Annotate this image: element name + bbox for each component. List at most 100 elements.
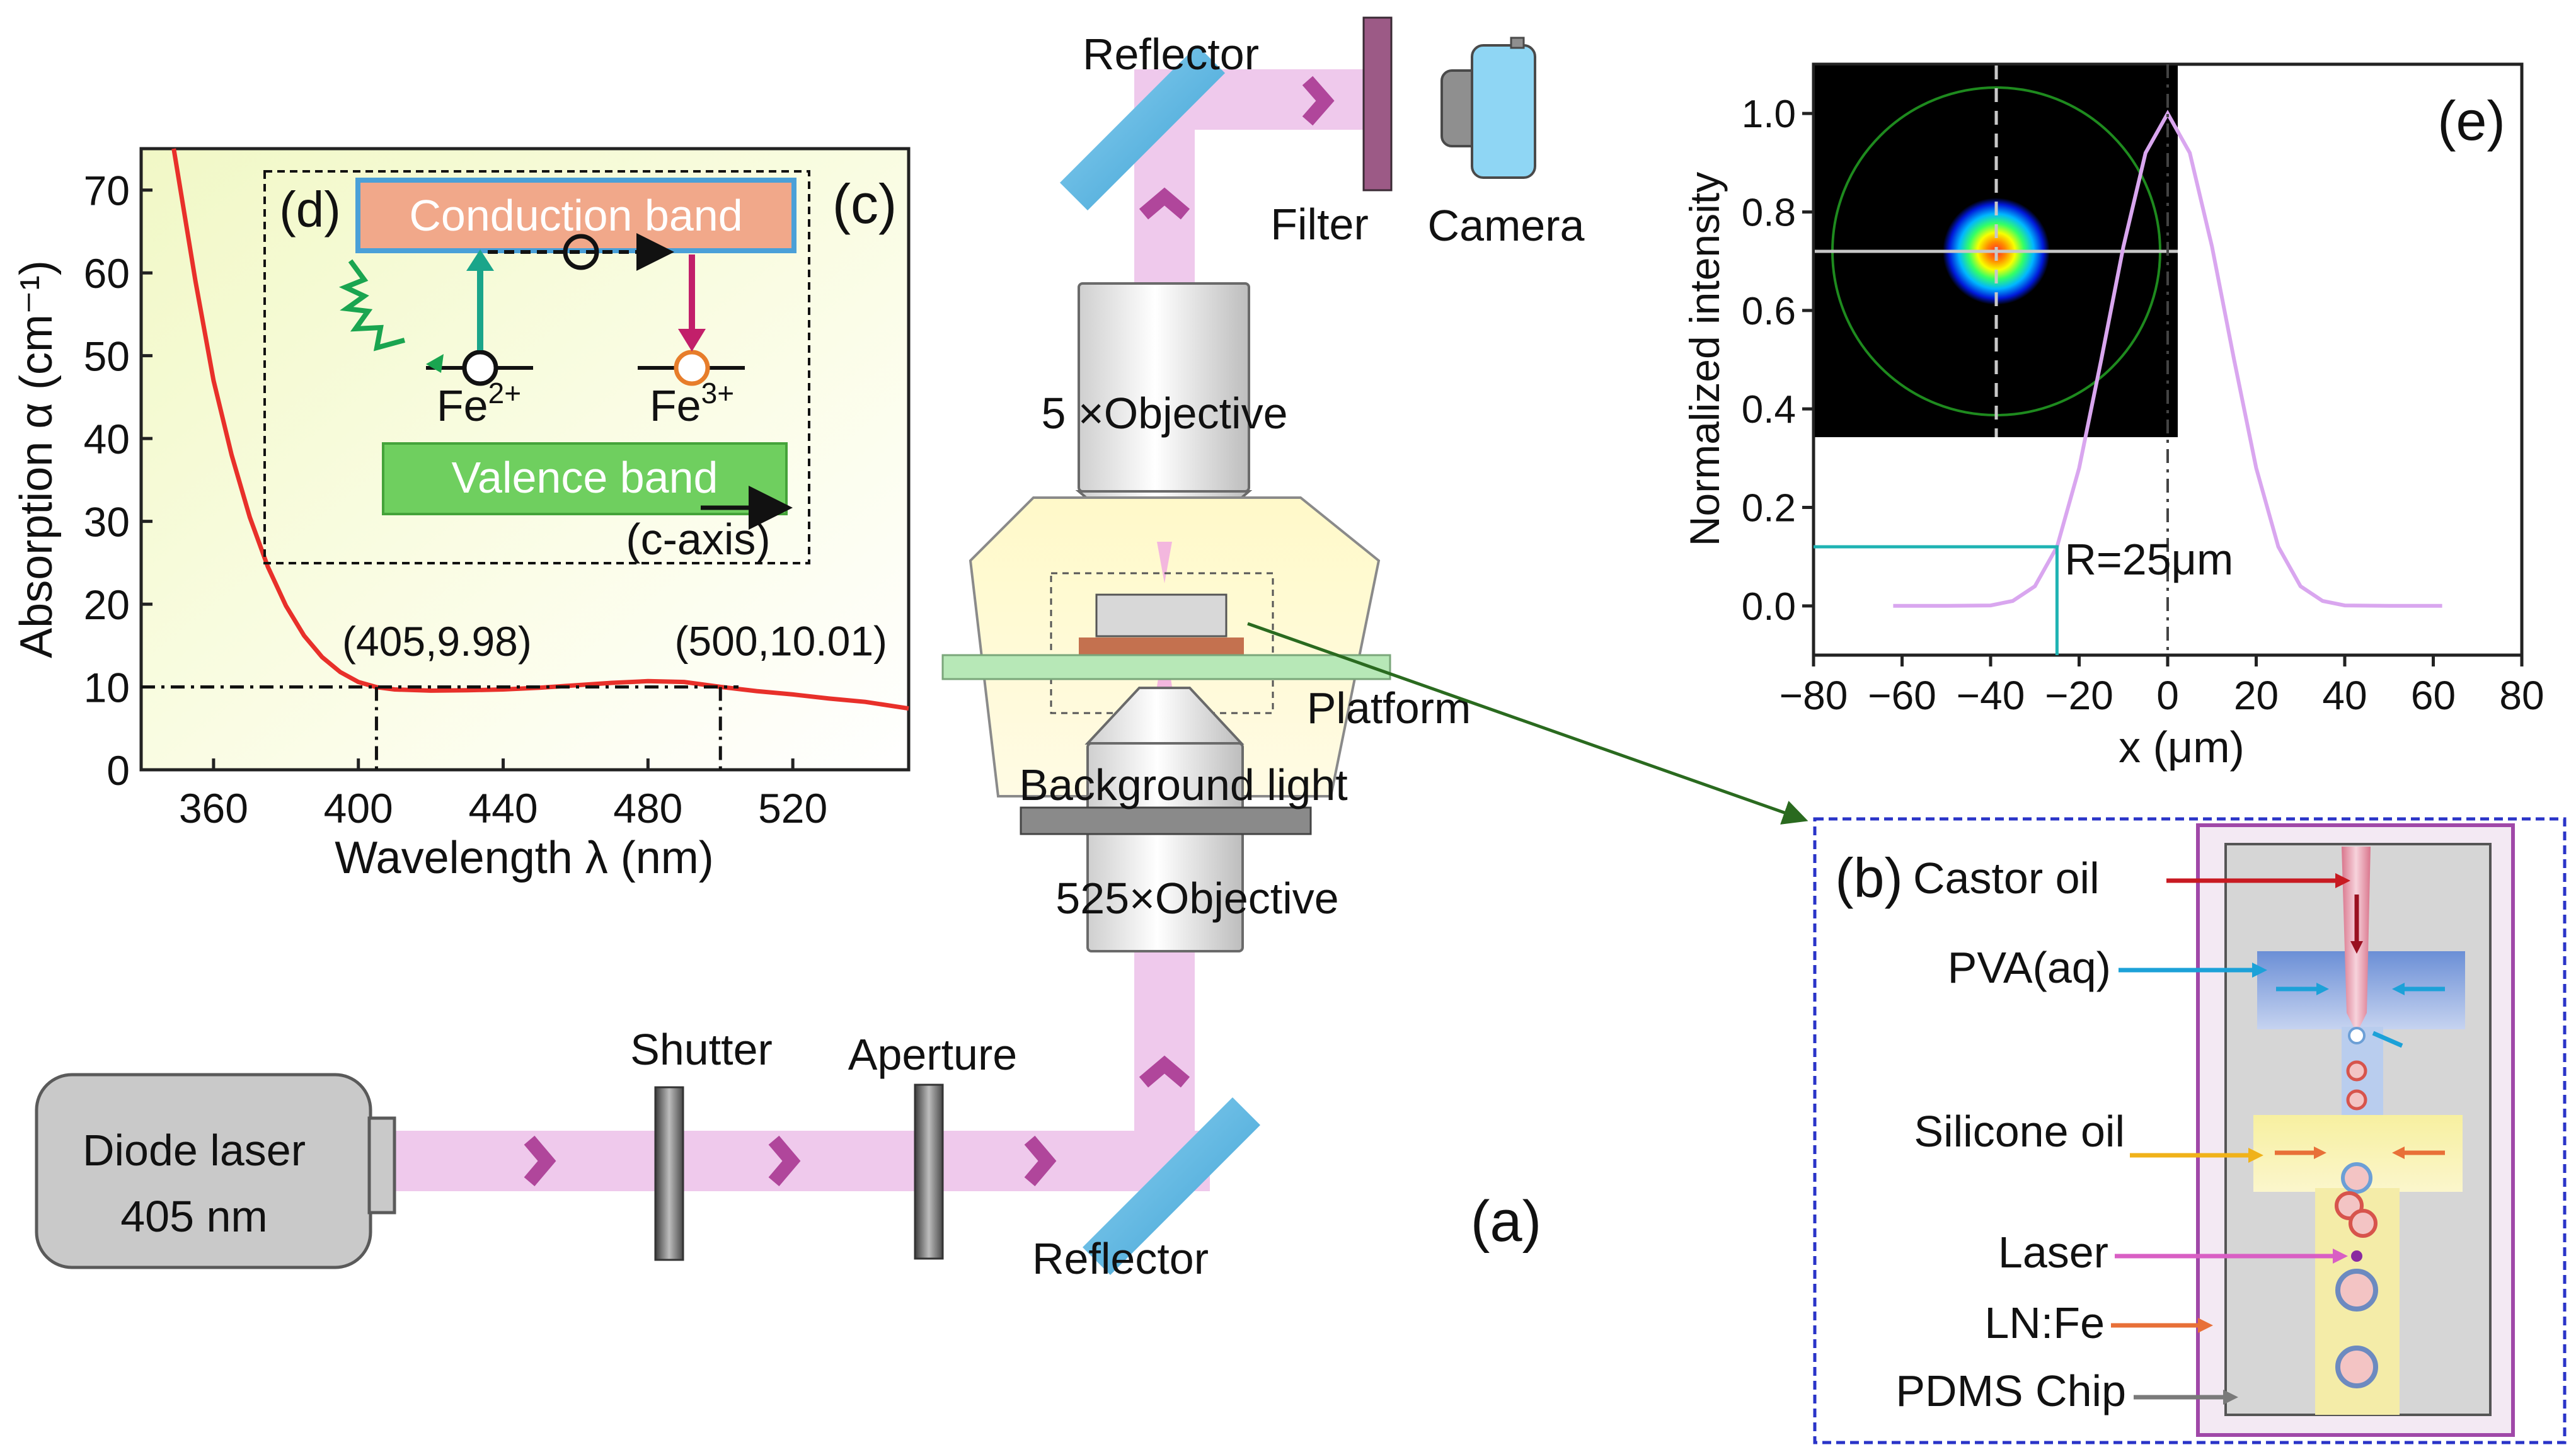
reflector-bottom-label: Reflector xyxy=(1032,1234,1209,1283)
fe2-label-sup: 2+ xyxy=(488,377,521,409)
aperture-label: Aperture xyxy=(848,1030,1017,1079)
intensity-radius-label: R=25μm xyxy=(2064,535,2233,584)
silicone-oil-arrowhead xyxy=(2248,1148,2263,1163)
intensity-x-tick-label: 80 xyxy=(2499,673,2544,718)
sample-slide xyxy=(1079,637,1244,655)
intensity-x-tick-label: −80 xyxy=(1780,673,1848,718)
pva-label: PVA(aq) xyxy=(1948,943,2111,992)
aperture xyxy=(914,1083,944,1260)
pdms-arrowhead xyxy=(2223,1390,2238,1405)
objective-top-body xyxy=(1078,282,1250,493)
flow-arrowhead-icon xyxy=(2392,983,2405,995)
setup-panel: Diode laser 405 nm Shutter Aperture Refl… xyxy=(35,16,1808,1283)
filter xyxy=(1362,16,1393,192)
intensity-x-axis-label: x (μm) xyxy=(2119,723,2245,772)
absorption-y-tick-label: 50 xyxy=(84,333,130,380)
absorption-annotations: (405,9.98) (500,10.01) xyxy=(141,617,887,770)
castor-oil-label: Castor oil xyxy=(1913,854,2100,903)
photon-arrowhead xyxy=(426,354,444,373)
flow-arrowhead-icon xyxy=(2392,1146,2405,1159)
intensity-series-line xyxy=(1893,110,2442,608)
chevron-up-icon xyxy=(1139,1055,1190,1088)
intensity-x-tick-label: 40 xyxy=(2322,673,2367,718)
intensity-x-tick-label: 0 xyxy=(2156,673,2179,718)
absorption-x-tick-label: 400 xyxy=(324,785,393,832)
background-light-lamp xyxy=(1020,806,1312,835)
pdms-chip-label: PDMS Chip xyxy=(1895,1366,2126,1415)
fe2-label: Fe2+ xyxy=(437,377,521,430)
excitation-arrowhead xyxy=(466,249,494,271)
absorption-y-tick-label: 0 xyxy=(106,747,130,794)
intensity-y-tick-label: 1.0 xyxy=(1742,93,1796,136)
valence-band-label: Valence band xyxy=(452,453,718,502)
objective-bottom-body xyxy=(1086,742,1244,952)
intensity-x-tick-label: −20 xyxy=(2045,673,2113,718)
panel-label-d: (d) xyxy=(279,181,341,237)
intensity-y-tick-label: 0.0 xyxy=(1742,585,1796,629)
panel-label-a: (a) xyxy=(1471,1189,1541,1254)
chevron-right-icon xyxy=(524,1135,556,1187)
absorption-x-tick-label: 480 xyxy=(613,785,682,832)
shutter-label: Shutter xyxy=(630,1025,773,1074)
droplet-icon xyxy=(2341,1162,2372,1194)
intensity-y-tick-label: 0.6 xyxy=(1742,290,1796,333)
beam-image xyxy=(1815,66,2178,437)
intensity-x-tick-label: −60 xyxy=(1868,673,1936,718)
laser-arrowhead xyxy=(2333,1249,2348,1264)
absorption-point-label: (405,9.98) xyxy=(342,618,532,665)
absorption-y-tick-label: 70 xyxy=(84,168,130,214)
reflector-top xyxy=(1060,45,1225,210)
absorption-y-tick-label: 30 xyxy=(84,499,130,546)
castor-oil-arrowhead xyxy=(2335,873,2350,888)
objective-bottom-label: 525×Objective xyxy=(1055,874,1338,923)
fe2-electron-icon xyxy=(462,350,498,386)
absorption-point-label: (500,10.01) xyxy=(674,617,887,664)
laser-label-line1: Diode laser xyxy=(83,1126,306,1175)
valence-band xyxy=(382,442,788,515)
reflector-bottom xyxy=(1083,1097,1260,1275)
absorption-x-tick-label: 520 xyxy=(758,785,827,832)
intensity-y-tick-label: 0.2 xyxy=(1742,487,1796,530)
intensity-x-tick-label: 20 xyxy=(2234,673,2279,718)
laser-label-line2: 405 nm xyxy=(120,1192,267,1241)
fe3-trap-icon xyxy=(674,350,710,386)
camera-label: Camera xyxy=(1428,201,1585,250)
absorption-x-tick-label: 360 xyxy=(179,785,248,832)
absorption-x-tick-label: 440 xyxy=(468,785,538,832)
chevron-up-icon xyxy=(1139,187,1190,220)
intensity-y-tick-label: 0.8 xyxy=(1742,192,1796,235)
pva-arrowhead xyxy=(2252,963,2267,978)
c-axis-label: (c-axis) xyxy=(626,515,770,564)
zoom-link-arrow xyxy=(1247,622,1808,825)
droplet-icon xyxy=(2346,1060,2367,1082)
band-inset-frame xyxy=(263,170,810,564)
flow-arrowhead-icon xyxy=(2314,1146,2326,1159)
absorption-y-tick-label: 20 xyxy=(84,581,130,628)
droplet-icon xyxy=(2346,1089,2367,1111)
fe3-label: Fe3+ xyxy=(650,377,734,430)
intensity-radius-marker xyxy=(1814,545,2059,655)
flow-arrow-icon xyxy=(2372,1031,2403,1048)
panel-label-b: (b) xyxy=(1835,847,1903,909)
droplet-icon xyxy=(2349,1209,2378,1238)
platform-label: Platform xyxy=(1307,683,1471,733)
laser-label: Laser xyxy=(1998,1228,2108,1277)
focus-cone-top xyxy=(1157,542,1172,583)
fe3-label-base: Fe xyxy=(650,381,701,430)
conduction-band-label: Conduction band xyxy=(409,191,742,240)
silicone-oil-label: Silicone oil xyxy=(1914,1107,2125,1156)
background-light-label: Background light xyxy=(1019,760,1347,809)
chevron-right-icon xyxy=(768,1135,801,1187)
panel-label-e: (e) xyxy=(2437,89,2505,152)
ln-fe-label: LN:Fe xyxy=(1984,1298,2105,1347)
intensity-x-tick-label: −40 xyxy=(1957,673,2025,718)
ln-fe-particle-icon xyxy=(2335,1269,2378,1312)
sample-chip xyxy=(1095,593,1228,637)
fe3-label-sup: 3+ xyxy=(701,377,734,409)
platform xyxy=(941,654,1391,680)
flow-arrowhead-icon xyxy=(2316,983,2329,995)
absorption-x-axis-label: Wavelength λ (nm) xyxy=(335,833,714,883)
